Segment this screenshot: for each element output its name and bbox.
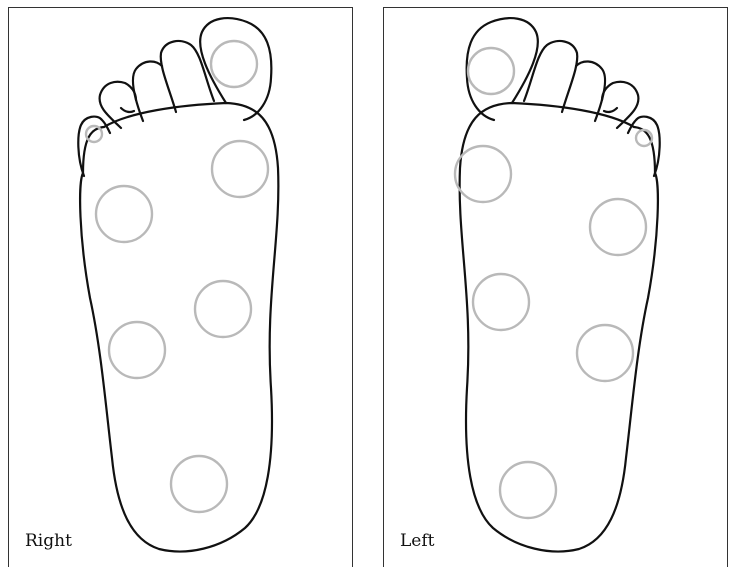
- left-midfoot-inner-point: [473, 274, 529, 330]
- right-big-toe-point: [211, 41, 257, 87]
- left-toe-4-crease: [604, 108, 617, 112]
- left-big-toe-point: [468, 48, 514, 94]
- right-sole-outline: [80, 103, 278, 551]
- right-foot-diagram: [9, 8, 354, 568]
- right-midfoot-outer-point: [109, 322, 165, 378]
- left-foot-diagram: [384, 8, 729, 568]
- right-heel-point: [171, 456, 227, 512]
- right-toe-2-outline: [161, 41, 214, 112]
- right-foot-label: Right: [25, 531, 72, 551]
- left-foot-label: Left: [400, 531, 434, 551]
- left-heel-point: [500, 462, 556, 518]
- right-little-toe-point: [86, 126, 102, 142]
- left-first-metatarsal-point: [455, 146, 511, 202]
- right-first-metatarsal-point: [212, 141, 268, 197]
- left-pressure-points: [455, 48, 652, 518]
- left-foot-outline: [460, 18, 660, 551]
- left-midfoot-outer-point: [577, 325, 633, 381]
- left-fifth-metatarsal-point: [590, 199, 646, 255]
- right-foot-outline: [78, 18, 278, 551]
- right-foot-panel: Right: [8, 7, 353, 567]
- right-fifth-metatarsal-point: [96, 186, 152, 242]
- left-toe-2-outline: [524, 41, 577, 112]
- right-midfoot-inner-point: [195, 281, 251, 337]
- left-foot-panel: Left: [383, 7, 728, 567]
- right-toe-4-crease: [121, 108, 134, 112]
